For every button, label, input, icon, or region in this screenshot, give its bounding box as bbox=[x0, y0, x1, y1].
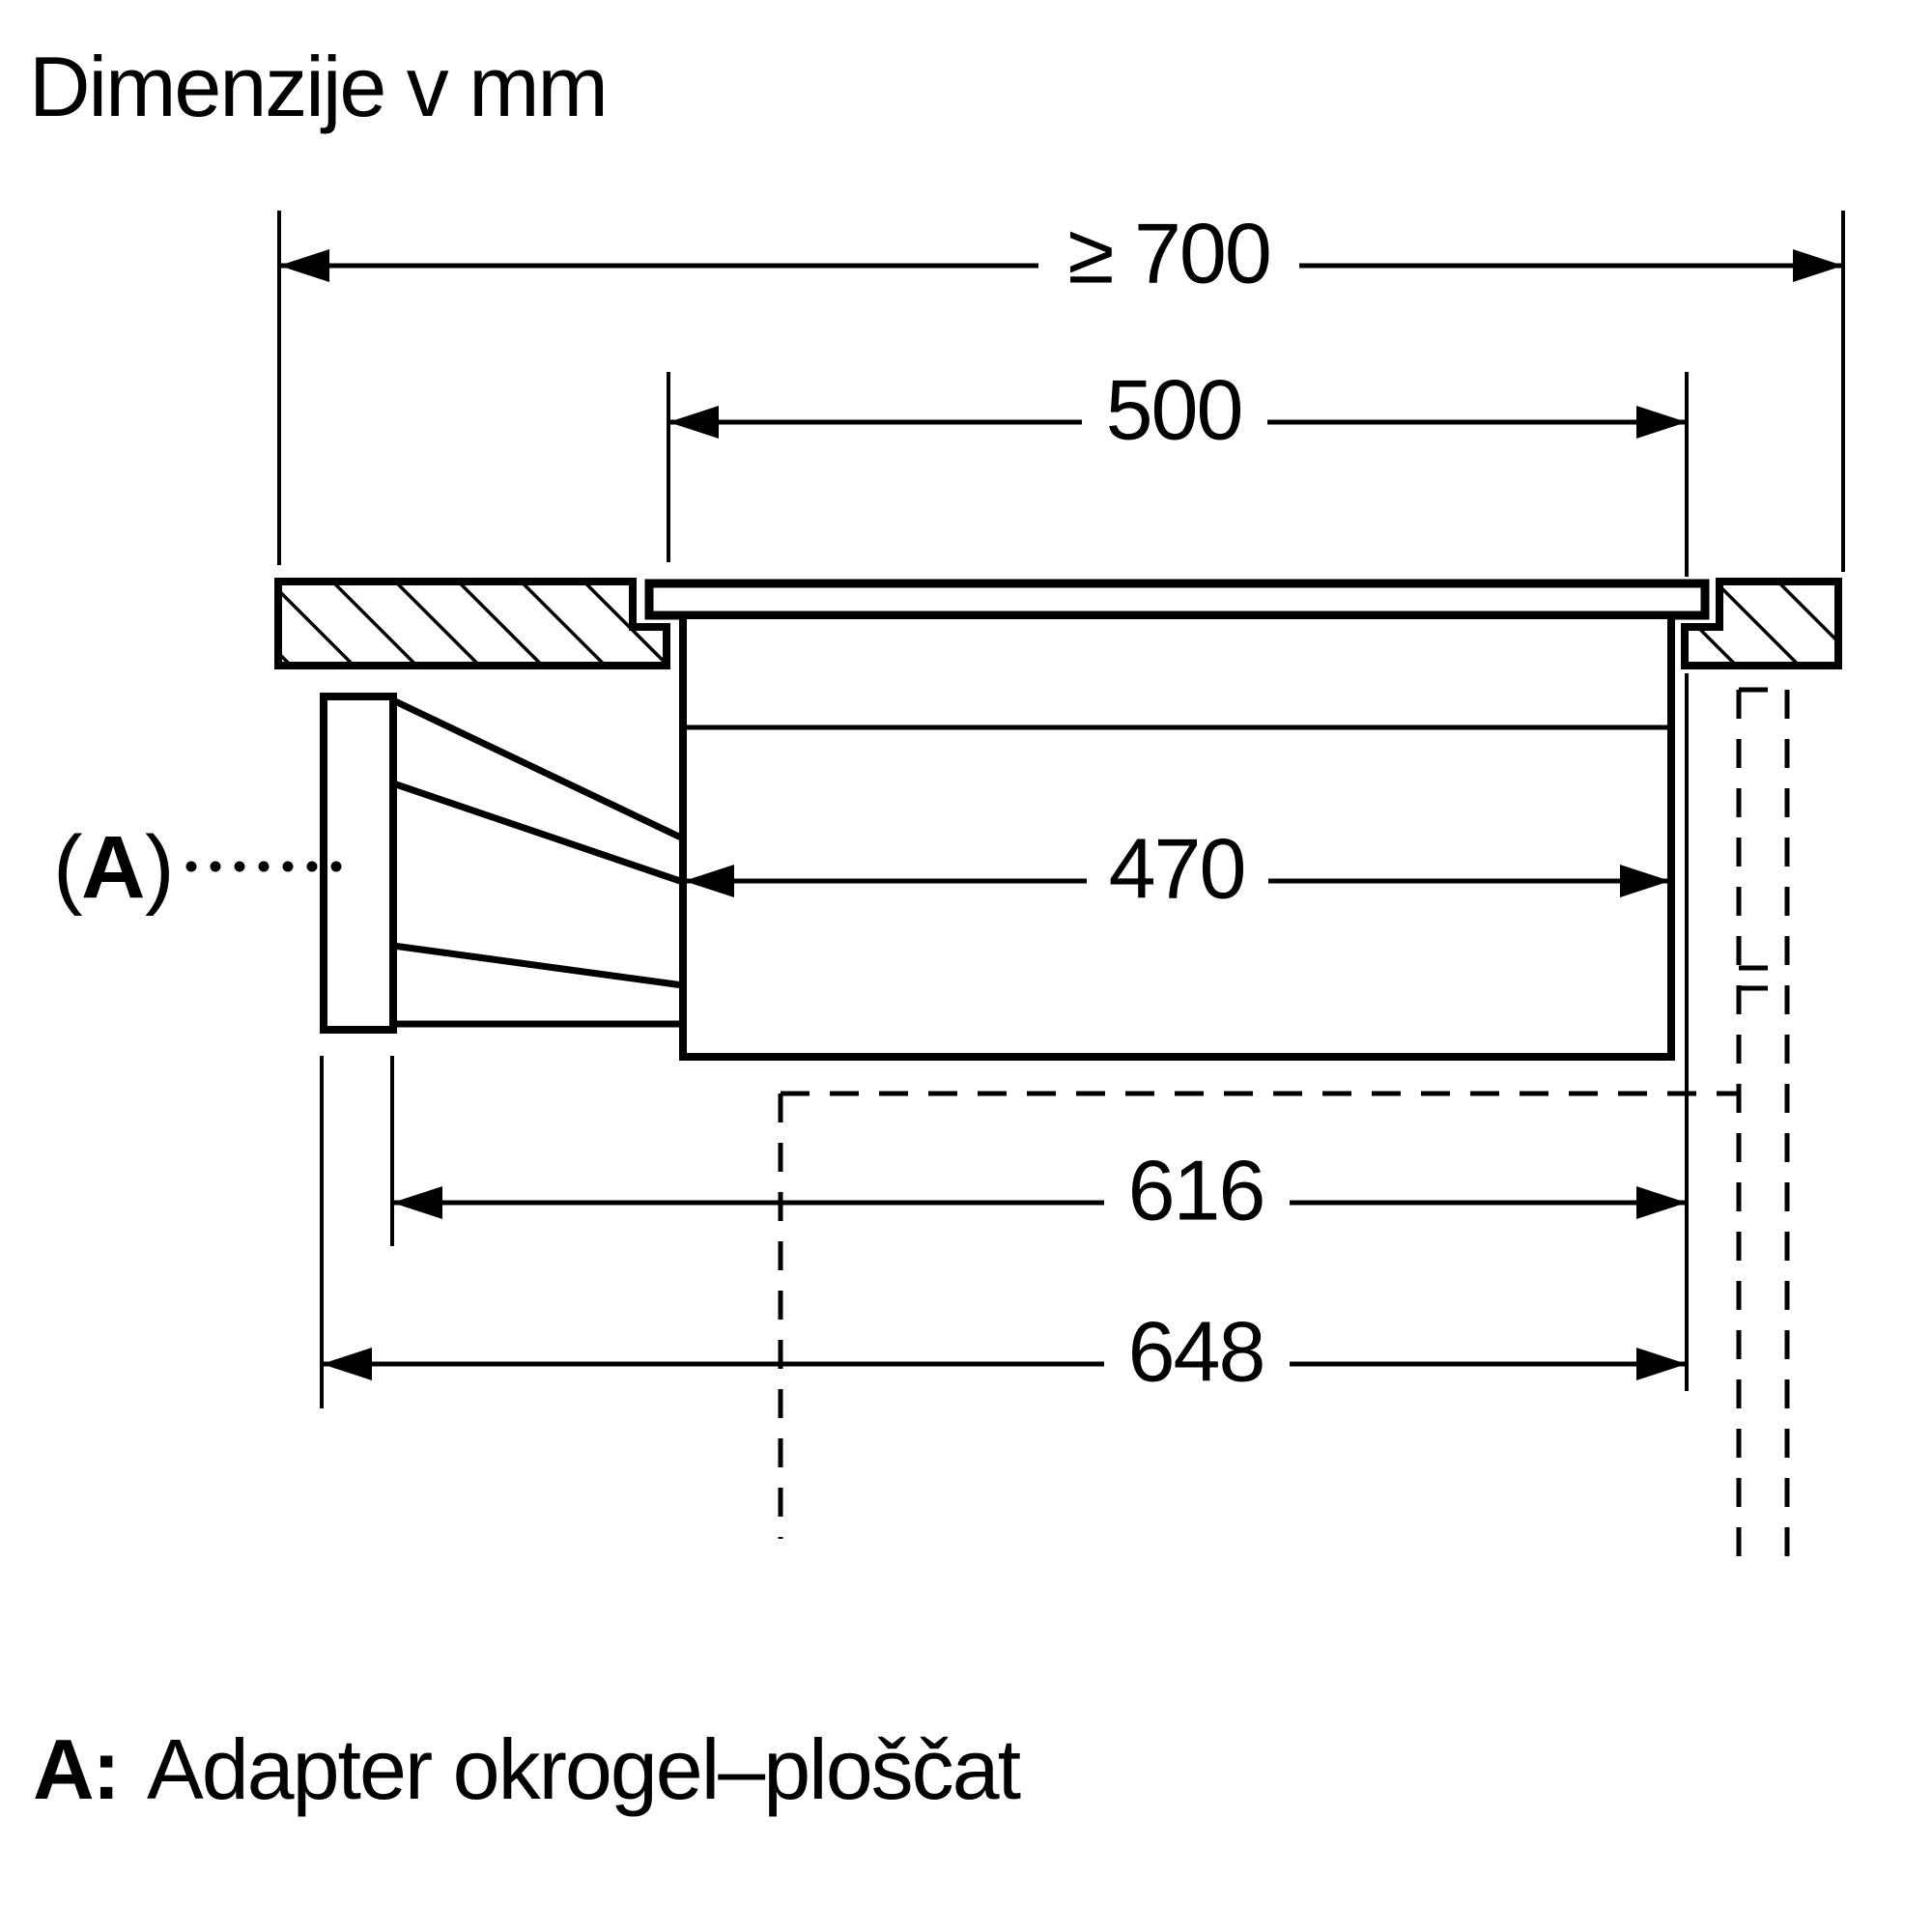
arrowhead-616-right bbox=[1636, 1186, 1687, 1219]
dimension-label-700: ≥ 700 bbox=[1067, 206, 1270, 301]
funnel-bottom-edge bbox=[392, 942, 684, 989]
arrowhead-616-left bbox=[392, 1186, 442, 1219]
callout-paren-close: ) bbox=[145, 818, 175, 917]
dimension-label-616: 616 bbox=[1128, 1143, 1264, 1238]
dashed-outlines bbox=[778, 687, 1790, 1565]
dimension-700: ≥ 700 bbox=[279, 206, 1843, 301]
dimension-470: 470 bbox=[684, 821, 1670, 917]
worktop-section bbox=[274, 578, 1842, 669]
dimension-648: 648 bbox=[322, 1304, 1687, 1400]
arrowhead-470-right bbox=[1620, 865, 1670, 897]
callout-letter-a: A bbox=[81, 818, 145, 917]
arrowhead-470-left bbox=[684, 865, 734, 897]
duct-assembly bbox=[320, 693, 685, 1034]
legend: A: Adapter okrogel–ploščat bbox=[33, 1721, 1023, 1817]
dimension-500: 500 bbox=[668, 362, 1687, 458]
worktop-right-block bbox=[1681, 578, 1842, 669]
leader-dot bbox=[330, 861, 342, 872]
dimension-label-648: 648 bbox=[1128, 1304, 1264, 1400]
dimension-label-470: 470 bbox=[1109, 821, 1245, 917]
dotted-leader-line bbox=[185, 861, 342, 872]
arrowhead-700-right bbox=[1793, 249, 1843, 282]
legend-key: A: bbox=[33, 1721, 119, 1817]
extension-lines bbox=[277, 211, 1845, 1408]
adapter-callout: ( A ) bbox=[53, 818, 342, 917]
arrowhead-648-left bbox=[322, 1348, 372, 1380]
leader-dot bbox=[306, 861, 318, 872]
page-title: Dimenzije v mm bbox=[29, 39, 607, 134]
leader-dot bbox=[258, 861, 270, 872]
hob-glass-plate bbox=[644, 579, 1710, 620]
callout-paren-open: ( bbox=[53, 818, 83, 917]
worktop-left-block bbox=[274, 578, 670, 669]
arrowhead-648-right bbox=[1636, 1348, 1687, 1380]
arrowhead-500-left bbox=[668, 406, 719, 439]
arrowhead-500-right bbox=[1636, 406, 1687, 439]
legend-value: Adapter okrogel–ploščat bbox=[147, 1721, 1021, 1817]
dimension-616: 616 bbox=[392, 1143, 1687, 1238]
leader-dot bbox=[210, 861, 221, 872]
arrowhead-700-left bbox=[279, 249, 329, 282]
funnel-middle-edge bbox=[391, 780, 685, 886]
dimension-label-500: 500 bbox=[1106, 362, 1242, 458]
leader-dot bbox=[234, 861, 245, 872]
leader-dot bbox=[282, 861, 294, 872]
leader-dot bbox=[185, 861, 197, 872]
funnel-top-edge bbox=[391, 696, 685, 842]
